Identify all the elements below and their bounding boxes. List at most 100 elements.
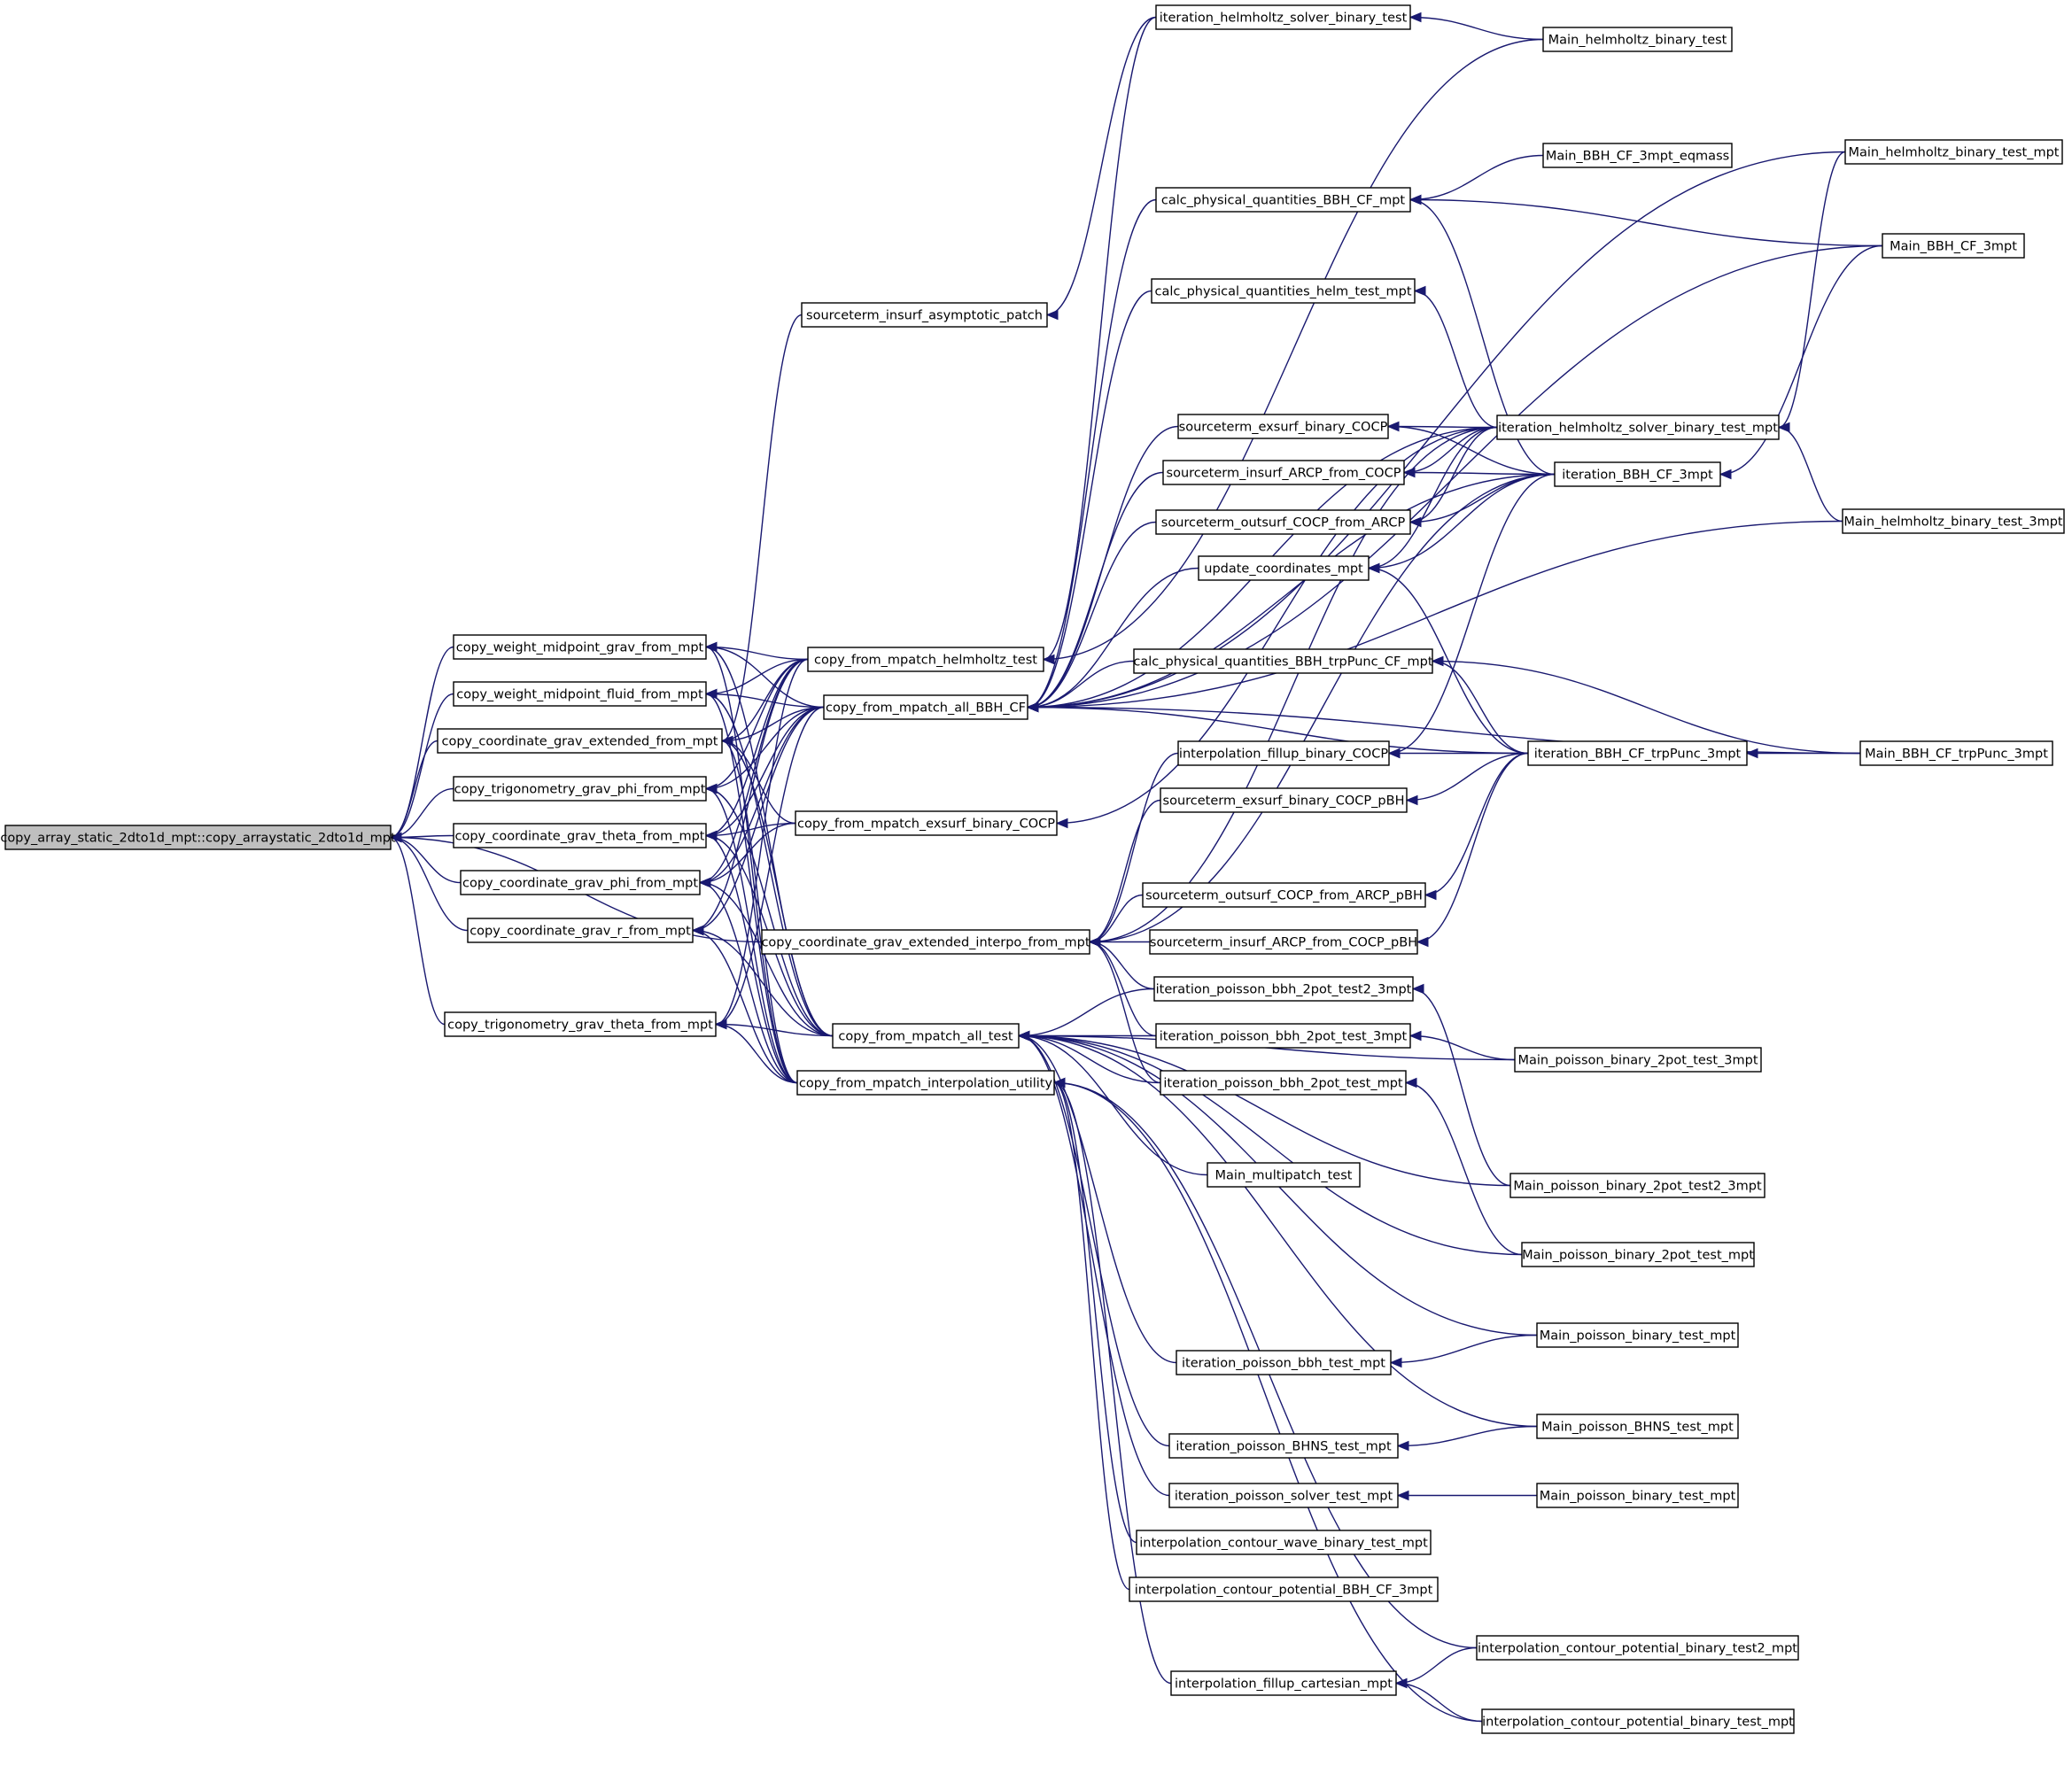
- node-label: sourceterm_exsurf_binary_COCP_pBH: [1163, 794, 1405, 809]
- graph-node-sipb[interactable]: sourceterm_insurf_ARCP_from_COCP_pBH: [1149, 929, 1418, 955]
- graph-node-ipt3[interactable]: iteration_poisson_bbh_2pot_test_3mpt: [1155, 1023, 1411, 1049]
- graph-node-mpbh[interactable]: Main_poisson_BHNS_test_mpt: [1536, 1414, 1739, 1439]
- node-label: sourceterm_insurf_ARCP_from_COCP_pBH: [1150, 936, 1417, 950]
- call-edge: [390, 836, 446, 1026]
- node-label: copy_from_mpatch_helmholtz_test: [814, 654, 1037, 668]
- graph-node-cgei[interactable]: copy_coordinate_grav_extended_interpo_fr…: [761, 929, 1090, 955]
- graph-node-fmt[interactable]: copy_from_mpatch_all_test: [832, 1023, 1020, 1049]
- edge-arrowhead: [1424, 889, 1437, 901]
- edge-arrowhead: [1387, 748, 1401, 759]
- graph-node-cpt[interactable]: calc_physical_quantities_BBH_trpPunc_CF_…: [1133, 648, 1433, 674]
- graph-node-ifc[interactable]: interpolation_fillup_cartesian_mpt: [1170, 1670, 1397, 1696]
- graph-node-mpt3[interactable]: Main_poisson_binary_2pot_test_3mpt: [1514, 1047, 1762, 1073]
- node-box: [1842, 508, 2065, 534]
- graph-node-sexc[interactable]: sourceterm_exsurf_binary_COCP: [1177, 414, 1389, 439]
- graph-node-root[interactable]: copy_array_static_2dto1d_mpt::copy_array…: [0, 825, 396, 850]
- node-box: [1198, 555, 1370, 581]
- edge-arrowhead: [1396, 1490, 1409, 1501]
- edge-arrowhead: [1052, 1077, 1066, 1088]
- node-label: Main_BBH_CF_3mpt_eqmass: [1546, 150, 1729, 164]
- node-box: [467, 918, 694, 943]
- graph-node-fme[interactable]: copy_from_mpatch_exsurf_binary_COCP: [795, 810, 1058, 836]
- call-edge: [1368, 426, 1498, 569]
- call-edge: [692, 706, 825, 932]
- graph-node-mbc[interactable]: Main_BBH_CF_3mpt: [1882, 233, 2025, 259]
- graph-node-mhb3[interactable]: Main_helmholtz_binary_test_3mpt: [1842, 508, 2065, 534]
- node-label: iteration_BBH_CF_3mpt: [1562, 469, 1713, 483]
- graph-node-sia[interactable]: sourceterm_insurf_asymptotic_patch: [801, 302, 1048, 328]
- edge-arrowhead: [1402, 467, 1416, 478]
- node-box: [453, 634, 707, 660]
- graph-node-mhb[interactable]: Main_helmholtz_binary_test: [1542, 27, 1733, 52]
- node-label: copy_from_mpatch_all_test: [838, 1030, 1013, 1044]
- graph-node-ibc[interactable]: iteration_BBH_CF_3mpt: [1554, 461, 1721, 487]
- graph-node-fmh[interactable]: copy_from_mpatch_helmholtz_test: [807, 647, 1044, 672]
- graph-node-ipbb[interactable]: iteration_poisson_bbh_test_mpt: [1176, 1350, 1392, 1375]
- graph-node-wmf[interactable]: copy_weight_midpoint_fluid_from_mpt: [453, 681, 707, 707]
- graph-node-wmg[interactable]: copy_weight_midpoint_grav_from_mpt: [453, 634, 707, 660]
- graph-node-icpt[interactable]: interpolation_contour_potential_binary_t…: [1481, 1708, 1795, 1734]
- graph-node-ibt[interactable]: iteration_BBH_CF_trpPunc_3mpt: [1527, 740, 1748, 766]
- graph-node-sexb[interactable]: sourceterm_exsurf_binary_COCP_pBH: [1160, 787, 1408, 813]
- edge-arrowhead: [1745, 748, 1758, 759]
- call-edge: [1056, 426, 1498, 825]
- node-box: [1509, 1173, 1765, 1198]
- call-edge: [1089, 752, 1179, 943]
- call-edge: [1778, 151, 1846, 429]
- graph-node-ipt2[interactable]: iteration_poisson_bbh_2pot_test2_3mpt: [1153, 976, 1414, 1002]
- graph-node-fmb[interactable]: copy_from_mpatch_all_BBH_CF: [823, 694, 1028, 720]
- node-label: calc_physical_quantities_BBH_trpPunc_CF_…: [1133, 655, 1432, 670]
- graph-node-sopb[interactable]: sourceterm_outsurf_COCP_from_ARCP_pBH: [1142, 882, 1426, 908]
- graph-node-ips[interactable]: iteration_poisson_solver_test_mpt: [1168, 1483, 1399, 1508]
- graph-node-ttf[interactable]: copy_trigonometry_grav_theta_from_mpt: [444, 1011, 717, 1037]
- graph-node-cph[interactable]: calc_physical_quantities_helm_test_mpt: [1151, 278, 1416, 304]
- graph-node-mbt[interactable]: Main_BBH_CF_trpPunc_3mpt: [1859, 740, 2053, 766]
- call-edge: [1089, 473, 1556, 943]
- graph-node-cgr[interactable]: copy_coordinate_grav_r_from_mpt: [467, 918, 694, 943]
- graph-node-cpq[interactable]: calc_physical_quantities_BBH_CF_mpt: [1155, 187, 1411, 213]
- graph-node-ifb[interactable]: interpolation_fillup_binary_COCP: [1177, 740, 1390, 766]
- node-label: copy_from_mpatch_all_BBH_CF: [826, 701, 1026, 716]
- graph-node-cge[interactable]: copy_coordinate_grav_extended_from_mpt: [437, 728, 723, 754]
- graph-node-icp[interactable]: interpolation_contour_potential_BBH_CF_3…: [1129, 1576, 1439, 1602]
- graph-node-cgp[interactable]: copy_coordinate_grav_phi_from_mpt: [460, 870, 701, 895]
- node-box: [1476, 1635, 1799, 1661]
- call-edge: [699, 706, 825, 884]
- graph-node-mmt[interactable]: Main_multipatch_test: [1207, 1162, 1361, 1188]
- node-label: iteration_poisson_bbh_2pot_test_mpt: [1163, 1077, 1403, 1091]
- graph-node-ihsm[interactable]: iteration_helmholtz_solver_binary_test_m…: [1496, 414, 1780, 440]
- graph-node-ipbh[interactable]: iteration_poisson_BHNS_test_mpt: [1168, 1433, 1399, 1459]
- edge-arrowhead: [1042, 654, 1055, 665]
- graph-node-mpbt2[interactable]: Main_poisson_binary_test_mpt: [1536, 1483, 1739, 1508]
- graph-node-tpf[interactable]: copy_trigonometry_grav_phi_from_mpt: [453, 776, 707, 802]
- call-edge: [705, 787, 798, 1084]
- node-label: Main_poisson_binary_2pot_test_3mpt: [1517, 1054, 1758, 1068]
- graph-node-cgt[interactable]: copy_coordinate_grav_theta_from_mpt: [453, 823, 707, 848]
- graph-node-mpt23[interactable]: Main_poisson_binary_2pot_test2_3mpt: [1509, 1173, 1765, 1198]
- graph-node-fmi[interactable]: copy_from_mpatch_interpolation_utility: [796, 1070, 1055, 1096]
- graph-node-icpt2[interactable]: interpolation_contour_potential_binary_t…: [1476, 1635, 1799, 1661]
- graph-node-sinc[interactable]: sourceterm_insurf_ARCP_from_COCP: [1162, 460, 1405, 485]
- graph-node-ucm[interactable]: update_coordinates_mpt: [1198, 555, 1370, 581]
- call-edge: [1043, 16, 1157, 661]
- node-box: [437, 728, 723, 754]
- graph-node-mpbt[interactable]: Main_poisson_binary_test_mpt: [1536, 1322, 1739, 1348]
- graph-node-ihs[interactable]: iteration_helmholtz_solver_binary_test: [1155, 4, 1411, 30]
- call-edge: [1395, 1646, 1478, 1685]
- graph-node-mhbm[interactable]: Main_helmholtz_binary_test_mpt: [1844, 139, 2063, 165]
- edge-arrowhead: [1431, 655, 1444, 667]
- graph-node-soc[interactable]: sourceterm_outsurf_COCP_from_ARCP: [1155, 509, 1411, 535]
- call-edge: [1409, 198, 1883, 247]
- graph-node-mptm[interactable]: Main_poisson_binary_2pot_test_mpt: [1521, 1242, 1755, 1267]
- node-box: [801, 302, 1048, 328]
- graph-node-icw[interactable]: interpolation_contour_wave_binary_test_m…: [1136, 1530, 1432, 1555]
- graph-node-iptm[interactable]: iteration_poisson_bbh_2pot_test_mpt: [1160, 1070, 1407, 1096]
- node-label: Main_BBH_CF_3mpt: [1890, 240, 2017, 254]
- call-edge: [1018, 1034, 1208, 1176]
- edge-arrowhead: [1405, 794, 1418, 806]
- edge-arrowhead: [691, 925, 704, 936]
- call-edge: [1416, 752, 1529, 943]
- call-edge: [705, 706, 825, 790]
- node-box: [1162, 460, 1405, 485]
- graph-node-mbe[interactable]: Main_BBH_CF_3mpt_eqmass: [1542, 143, 1733, 168]
